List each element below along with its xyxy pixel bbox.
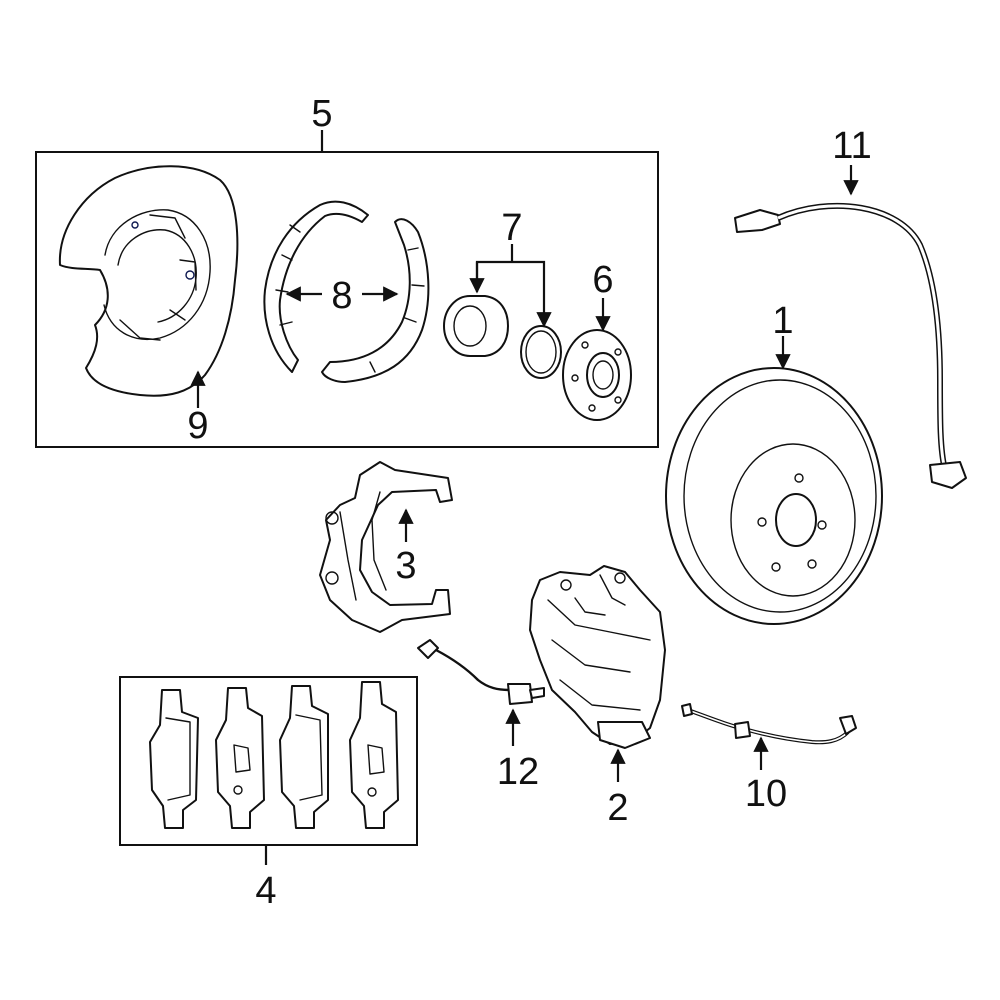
callout-4: 4 bbox=[255, 870, 276, 912]
wheel-hub-part[interactable] bbox=[562, 329, 632, 421]
callout-9: 9 bbox=[187, 405, 208, 447]
splash-shield-body[interactable] bbox=[58, 165, 239, 397]
brake-pad-3[interactable] bbox=[279, 685, 329, 829]
rear-wear-sensor-part[interactable] bbox=[681, 703, 857, 745]
callout-7: 7 bbox=[501, 207, 522, 249]
brake-caliper-part[interactable] bbox=[529, 565, 666, 749]
brake-pad-2[interactable] bbox=[215, 687, 265, 829]
callout-12: 12 bbox=[497, 751, 539, 793]
brake-rotor-part[interactable] bbox=[665, 367, 883, 625]
callout-1: 1 bbox=[772, 300, 793, 342]
caliper-bracket-part[interactable] bbox=[319, 461, 453, 633]
brake-pad-1[interactable] bbox=[149, 689, 199, 829]
callout-3: 3 bbox=[395, 545, 416, 587]
parking-brake-shoe-left[interactable] bbox=[263, 200, 369, 373]
snap-ring-part[interactable] bbox=[520, 325, 562, 379]
callout-11: 11 bbox=[832, 125, 871, 167]
callout-8: 8 bbox=[331, 275, 352, 317]
kit-box-4 bbox=[119, 676, 418, 846]
splash-shield-part[interactable] bbox=[58, 165, 239, 397]
callout-5: 5 bbox=[311, 93, 332, 135]
callout-6: 6 bbox=[592, 259, 613, 301]
wheel-bearing-part[interactable] bbox=[443, 295, 509, 357]
brake-pad-4[interactable] bbox=[349, 681, 399, 829]
kit-box-5 bbox=[35, 151, 659, 448]
callout-2: 2 bbox=[607, 787, 628, 829]
abs-sensor-part[interactable] bbox=[734, 202, 967, 489]
parking-brake-shoe-right[interactable] bbox=[321, 218, 430, 383]
front-wear-sensor-part[interactable] bbox=[417, 639, 545, 705]
callout-10: 10 bbox=[745, 773, 787, 815]
